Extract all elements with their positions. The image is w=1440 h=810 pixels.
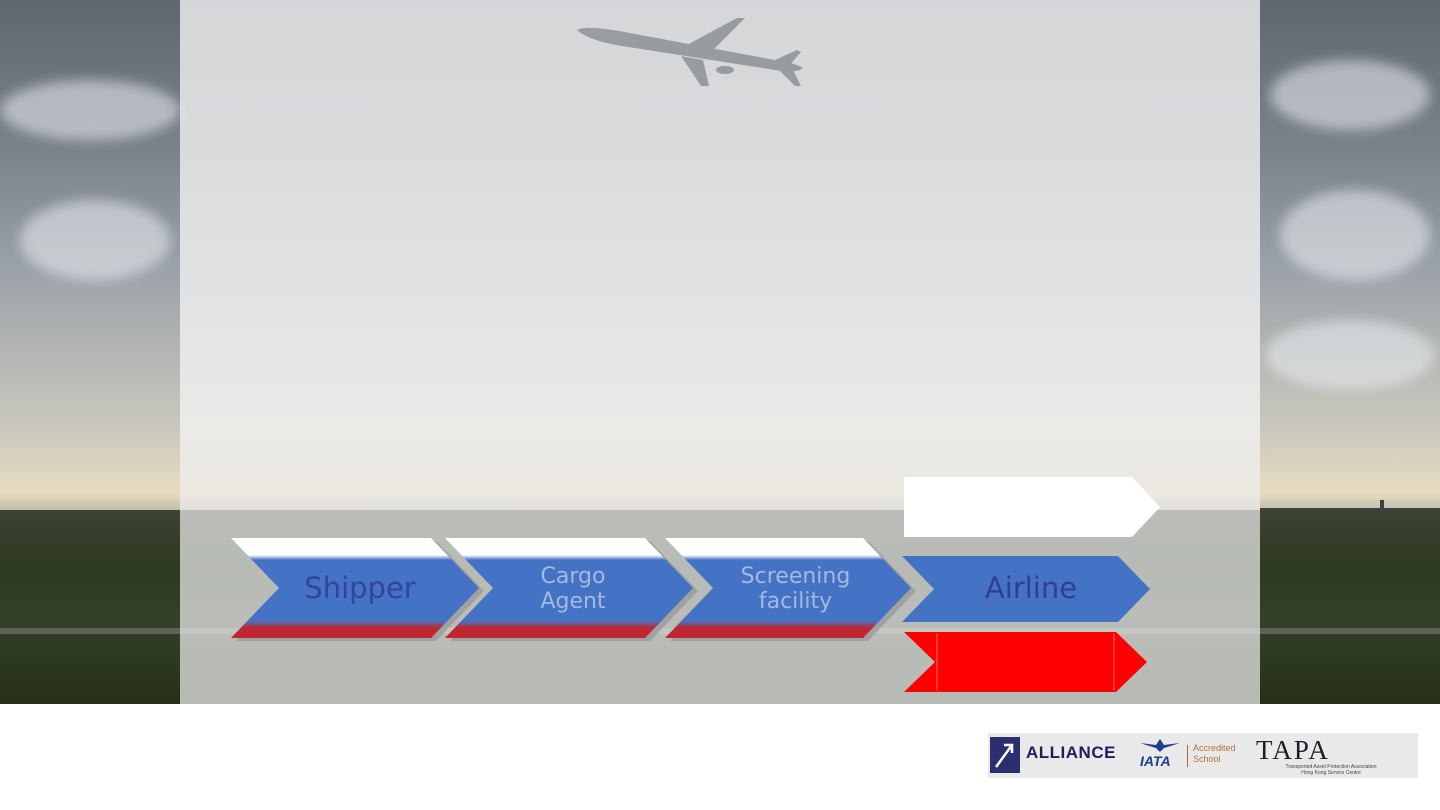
cloud (1270, 60, 1430, 130)
bottom-red-arrow (904, 632, 1147, 692)
cloud (1280, 190, 1430, 280)
cloud (20, 200, 170, 280)
accredited-line-2: School (1193, 754, 1221, 764)
tapa-logo-text: TAPA (1256, 735, 1330, 765)
tapa-subtitle: Transported Asset Protection Association… (1285, 764, 1377, 776)
partner-logo-strip: ALLIANCE IATA Accredited School TAPA Tra… (988, 733, 1418, 778)
step-chevron-shipper (231, 538, 479, 638)
accredited-school-text: Accredited School (1193, 743, 1236, 765)
alliance-logo-text: ALLIANCE (1026, 743, 1116, 762)
iata-logo-text: IATA (1140, 753, 1171, 769)
step-label-shipper: Shipper (304, 571, 416, 606)
step-chevron-screening (665, 538, 911, 638)
cloud (0, 80, 180, 140)
cloud (1265, 320, 1435, 390)
iata-wings-icon (1140, 739, 1180, 752)
alliance-logo-icon (990, 737, 1020, 773)
step-chevron-airline (902, 556, 1150, 622)
logo-divider (1187, 745, 1188, 767)
step-label-cargo-agent: Cargo Agent (540, 563, 606, 614)
step-chevron-cargo-agent (445, 538, 693, 638)
top-white-arrow (904, 477, 1160, 537)
airplane-icon (577, 18, 803, 86)
step-label-airline: Airline (984, 571, 1078, 606)
step-label-screening-facility: Screening facility (740, 563, 851, 614)
accredited-line-1: Accredited (1193, 743, 1236, 753)
